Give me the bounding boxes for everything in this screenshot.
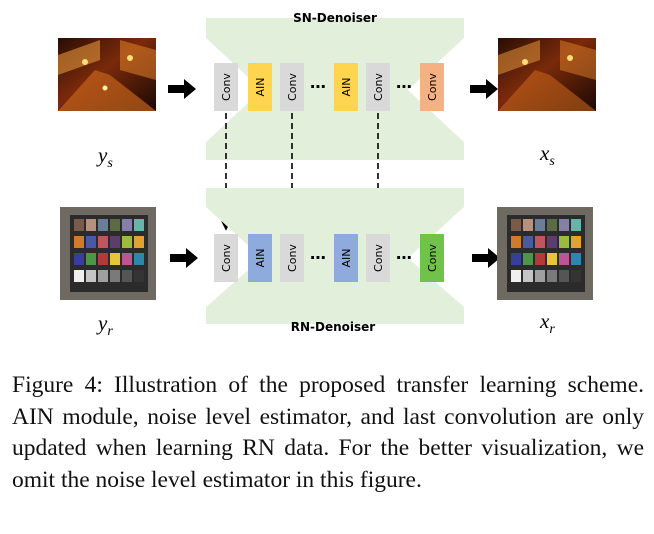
sn-denoiser-title: SN-Denoiser: [293, 11, 377, 25]
sn-block-label: AIN: [254, 78, 267, 97]
rn-output-image: [497, 207, 593, 300]
rn-block-3: AIN: [334, 234, 358, 282]
sn-block-1: AIN: [248, 63, 272, 111]
sn-row: SN-Denoiser Conv AIN Conv ⋯ AIN Conv ⋯ C…: [58, 11, 596, 171]
sn-block-label: Conv: [426, 73, 439, 101]
sn-output-arrow: [470, 79, 498, 99]
rn-input-image: [60, 207, 156, 300]
rn-input-label: yr: [96, 311, 113, 339]
rn-input-arrow: [170, 248, 198, 268]
rn-block-0: Conv: [214, 234, 238, 282]
rn-output-arrow: [472, 248, 500, 268]
sn-block-label: AIN: [340, 78, 353, 97]
rn-block-label: Conv: [286, 244, 299, 272]
rn-block-label: Conv: [220, 244, 233, 272]
sn-block-label: Conv: [372, 73, 385, 101]
rn-block-2: Conv: [280, 234, 304, 282]
sn-output-image: [498, 38, 596, 111]
rn-block-4: Conv: [366, 234, 390, 282]
sn-input-image: [58, 38, 156, 111]
rn-ellipsis: ⋯: [310, 248, 326, 267]
rn-block-label: AIN: [340, 249, 353, 268]
sn-output-label: xs: [539, 141, 555, 169]
sn-input-arrow: [168, 79, 196, 99]
sn-input-label: ys: [96, 143, 113, 171]
sn-block-2: Conv: [280, 63, 304, 111]
rn-block-5: Conv: [420, 234, 444, 282]
sn-ellipsis-2: ⋯: [396, 77, 412, 96]
rn-block-label: Conv: [426, 244, 439, 272]
sn-block-5: Conv: [420, 63, 444, 111]
sn-block-label: Conv: [286, 73, 299, 101]
rn-ellipsis-2: ⋯: [396, 248, 412, 267]
sn-block-3: AIN: [334, 63, 358, 111]
rn-block-label: AIN: [254, 249, 267, 268]
rn-block-label: Conv: [372, 244, 385, 272]
rn-row: RN-Denoiser Conv AIN Conv ⋯ AIN Conv ⋯ C…: [60, 188, 593, 339]
sn-block-0: Conv: [214, 63, 238, 111]
figure-caption: Figure 4: Illustration of the proposed t…: [12, 372, 644, 493]
sn-block-label: Conv: [220, 73, 233, 101]
sn-block-4: Conv: [366, 63, 390, 111]
sn-ellipsis: ⋯: [310, 77, 326, 96]
transfer-learning-diagram: SN-Denoiser Conv AIN Conv ⋯ AIN Conv ⋯ C…: [58, 11, 596, 339]
rn-output-label: xr: [539, 309, 555, 337]
rn-denoiser-title: RN-Denoiser: [291, 320, 376, 334]
rn-block-1: AIN: [248, 234, 272, 282]
